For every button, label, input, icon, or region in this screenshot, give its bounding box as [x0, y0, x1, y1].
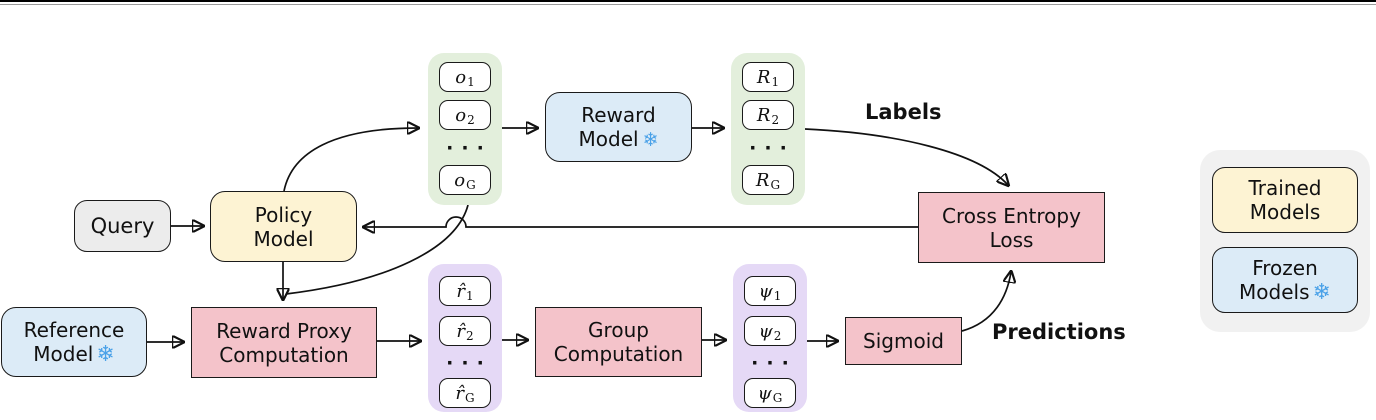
proxy-reward-chip: r̂G — [439, 378, 491, 408]
edge-policy-to-outputs — [283, 128, 418, 192]
cross-entropy-label-line2: Loss — [989, 227, 1034, 252]
ellipsis: ··· — [446, 137, 492, 159]
snowflake-icon: ❄ — [642, 128, 659, 151]
legend-trained-line1: Trained — [1248, 176, 1322, 200]
legend: Trained Models Frozen Models ❄ — [1200, 150, 1370, 332]
proxy-reward-subscript: G — [465, 391, 475, 405]
query-label: Query — [90, 214, 155, 238]
policy-model-label-line2: Model — [253, 226, 314, 251]
policy-model-node: Policy Model — [210, 191, 357, 262]
legend-frozen-line2: Models — [1239, 279, 1310, 304]
sigmoid-node: Sigmoid — [845, 317, 962, 365]
psi-subscript: 1 — [773, 289, 782, 303]
legend-frozen-line1: Frozen — [1252, 255, 1318, 280]
edge-rewards-to-cross-entropy — [804, 128, 1008, 185]
reward-model-node: Reward Model ❄ — [545, 92, 692, 162]
proxy-reward-chip: r̂1 — [439, 276, 491, 306]
reference-model-label-line2: Model — [33, 341, 94, 366]
reward-subscript: 2 — [771, 113, 780, 127]
output-symbol: o — [454, 169, 466, 191]
psi-symbol: ψ — [758, 280, 773, 302]
output-subscript: 1 — [467, 75, 475, 89]
reference-model-label-line1: Reference — [23, 317, 125, 342]
group-computation-label-line1: Group — [588, 318, 649, 342]
reward-symbol: R — [756, 104, 771, 126]
output-symbol: o — [455, 66, 467, 88]
proxy-reward-symbol: r̂ — [455, 382, 464, 404]
edge-cross-entropy-to-policy — [364, 216, 918, 227]
proxy-reward-symbol: r̂ — [456, 320, 465, 342]
snowflake-icon: ❄ — [96, 341, 115, 367]
reward-symbol: R — [755, 169, 770, 191]
legend-frozen-line2-row: Models ❄ — [1239, 280, 1331, 305]
legend-frozen-models: Frozen Models ❄ — [1212, 247, 1358, 313]
ellipsis: ··· — [749, 137, 795, 159]
proxy-rewards-stack: r̂1 r̂2 ··· r̂G — [428, 264, 502, 412]
psi-subscript: 2 — [773, 329, 782, 343]
labels-edge-label: Labels — [865, 100, 942, 124]
reference-model-label-line2-row: Model ❄ — [33, 342, 115, 367]
legend-trained-models: Trained Models — [1212, 167, 1358, 233]
group-computation-label-line2: Computation — [553, 342, 684, 366]
reward-model-label-line2: Model — [578, 126, 639, 151]
output-subscript: G — [466, 178, 476, 192]
output-subscript: 2 — [467, 113, 475, 127]
query-node: Query — [74, 200, 171, 252]
reward-proxy-label-line2: Computation — [219, 342, 349, 367]
reward-proxy-node: Reward Proxy Computation — [191, 307, 377, 378]
legend-trained-line2: Models — [1249, 200, 1321, 224]
cross-entropy-label-line1: Cross Entropy — [942, 203, 1081, 228]
reward-model-label-line2-row: Model ❄ — [579, 127, 659, 152]
proxy-reward-subscript: 1 — [465, 289, 474, 303]
ellipsis: ··· — [751, 352, 797, 374]
psi-symbol: ψ — [757, 382, 772, 404]
group-computation-node: Group Computation — [535, 307, 702, 377]
reference-model-node: Reference Model ❄ — [1, 307, 147, 377]
proxy-reward-symbol: r̂ — [456, 280, 465, 302]
top-rule-shadow — [0, 4, 1376, 5]
predictions-edge-label: Predictions — [992, 320, 1126, 344]
snowflake-icon: ❄ — [1312, 279, 1331, 305]
reward-symbol: R — [756, 66, 771, 88]
cross-entropy-loss-node: Cross Entropy Loss — [918, 192, 1105, 263]
output-symbol: o — [455, 104, 467, 126]
ellipsis: ··· — [446, 352, 492, 374]
policy-model-label-line1: Policy — [254, 202, 313, 227]
reward-subscript: 1 — [771, 75, 780, 89]
top-rule — [0, 0, 1376, 2]
sigmoid-label: Sigmoid — [863, 329, 944, 353]
psi-symbol: ψ — [758, 320, 773, 342]
reward-model-label-line1: Reward — [581, 102, 656, 127]
psi-subscript: G — [772, 391, 783, 405]
proxy-reward-subscript: 2 — [465, 329, 474, 343]
reward-subscript: G — [770, 178, 781, 192]
proxy-reward-chip: r̂2 — [439, 316, 491, 346]
reward-proxy-label-line1: Reward Proxy — [216, 318, 352, 343]
